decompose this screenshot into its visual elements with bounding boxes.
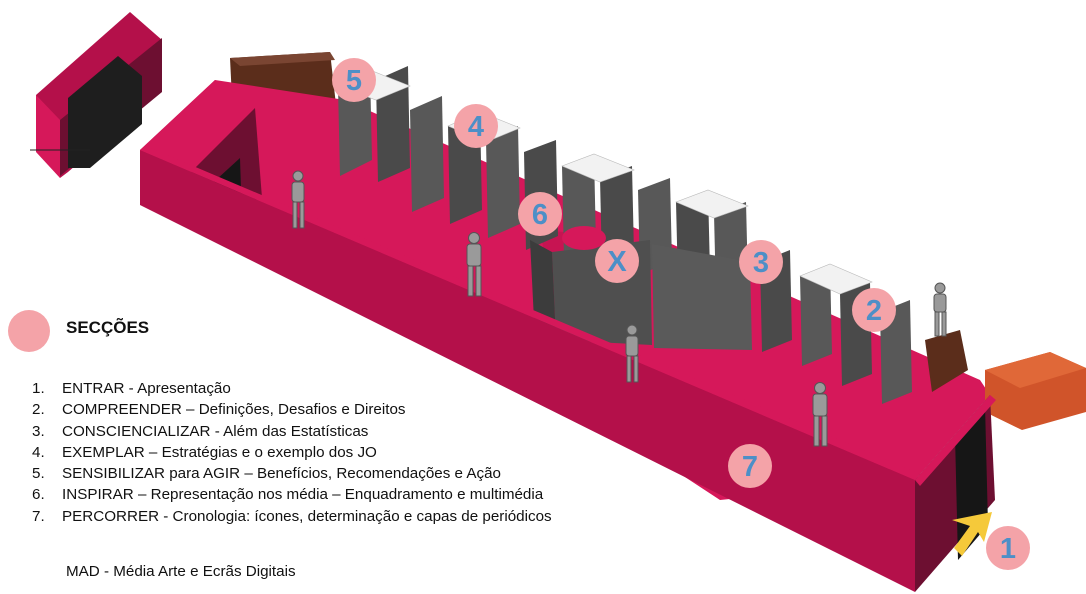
section-badge-5: 5	[332, 58, 376, 102]
section-badge-1: 1	[986, 526, 1030, 570]
svg-text:5: 5	[346, 65, 362, 97]
svg-text:6: 6	[532, 199, 548, 231]
legend-title: SECÇÕES	[66, 318, 150, 337]
section-badge-3: 3	[739, 240, 783, 284]
legend-footnote: MAD - Média Arte e Ecrãs Digitais	[66, 563, 296, 580]
svg-text:4: 4	[468, 111, 484, 143]
detached-screen-panel	[30, 12, 162, 178]
section-badge-7: 7	[728, 444, 772, 488]
section-badge-2: 2	[852, 288, 896, 332]
section-badge-6: 6	[518, 192, 562, 236]
svg-text:3: 3	[753, 247, 769, 279]
section-list-item: 2.COMPREENDER – Definições, Desafios e D…	[32, 401, 406, 419]
svg-text:2: 2	[866, 295, 882, 327]
section-list-item: 3.CONSCIENCIALIZAR - Além das Estatístic…	[32, 422, 369, 440]
legend-marker-dot	[8, 310, 50, 352]
section-list-item: 6.INSPIRAR – Representação nos média – E…	[32, 486, 544, 504]
visitor-figures	[291, 170, 947, 447]
section-list: 1.ENTRAR - Apresentação 2.COMPREENDER – …	[32, 378, 552, 527]
svg-text:7: 7	[742, 451, 758, 483]
section-badge-x: X	[595, 239, 639, 283]
brown-cabinet	[925, 330, 968, 392]
section-list-item: 1.ENTRAR - Apresentação	[32, 380, 231, 397]
section-list-item: 4.EXEMPLAR – Estratégias e o exemplo dos…	[32, 443, 377, 461]
orange-block	[985, 352, 1086, 430]
section-list-item: 5.SENSIBILIZAR para AGIR – Benefícios, R…	[32, 465, 501, 483]
section-badge-4: 4	[454, 104, 498, 148]
svg-text:X: X	[607, 246, 627, 278]
entrance-arrow-icon	[952, 512, 992, 556]
section-list-item: 7.PERCORRER - Cronologia: ícones, determ…	[32, 507, 552, 525]
svg-text:1: 1	[1000, 533, 1016, 565]
front-wall-face	[140, 150, 915, 592]
